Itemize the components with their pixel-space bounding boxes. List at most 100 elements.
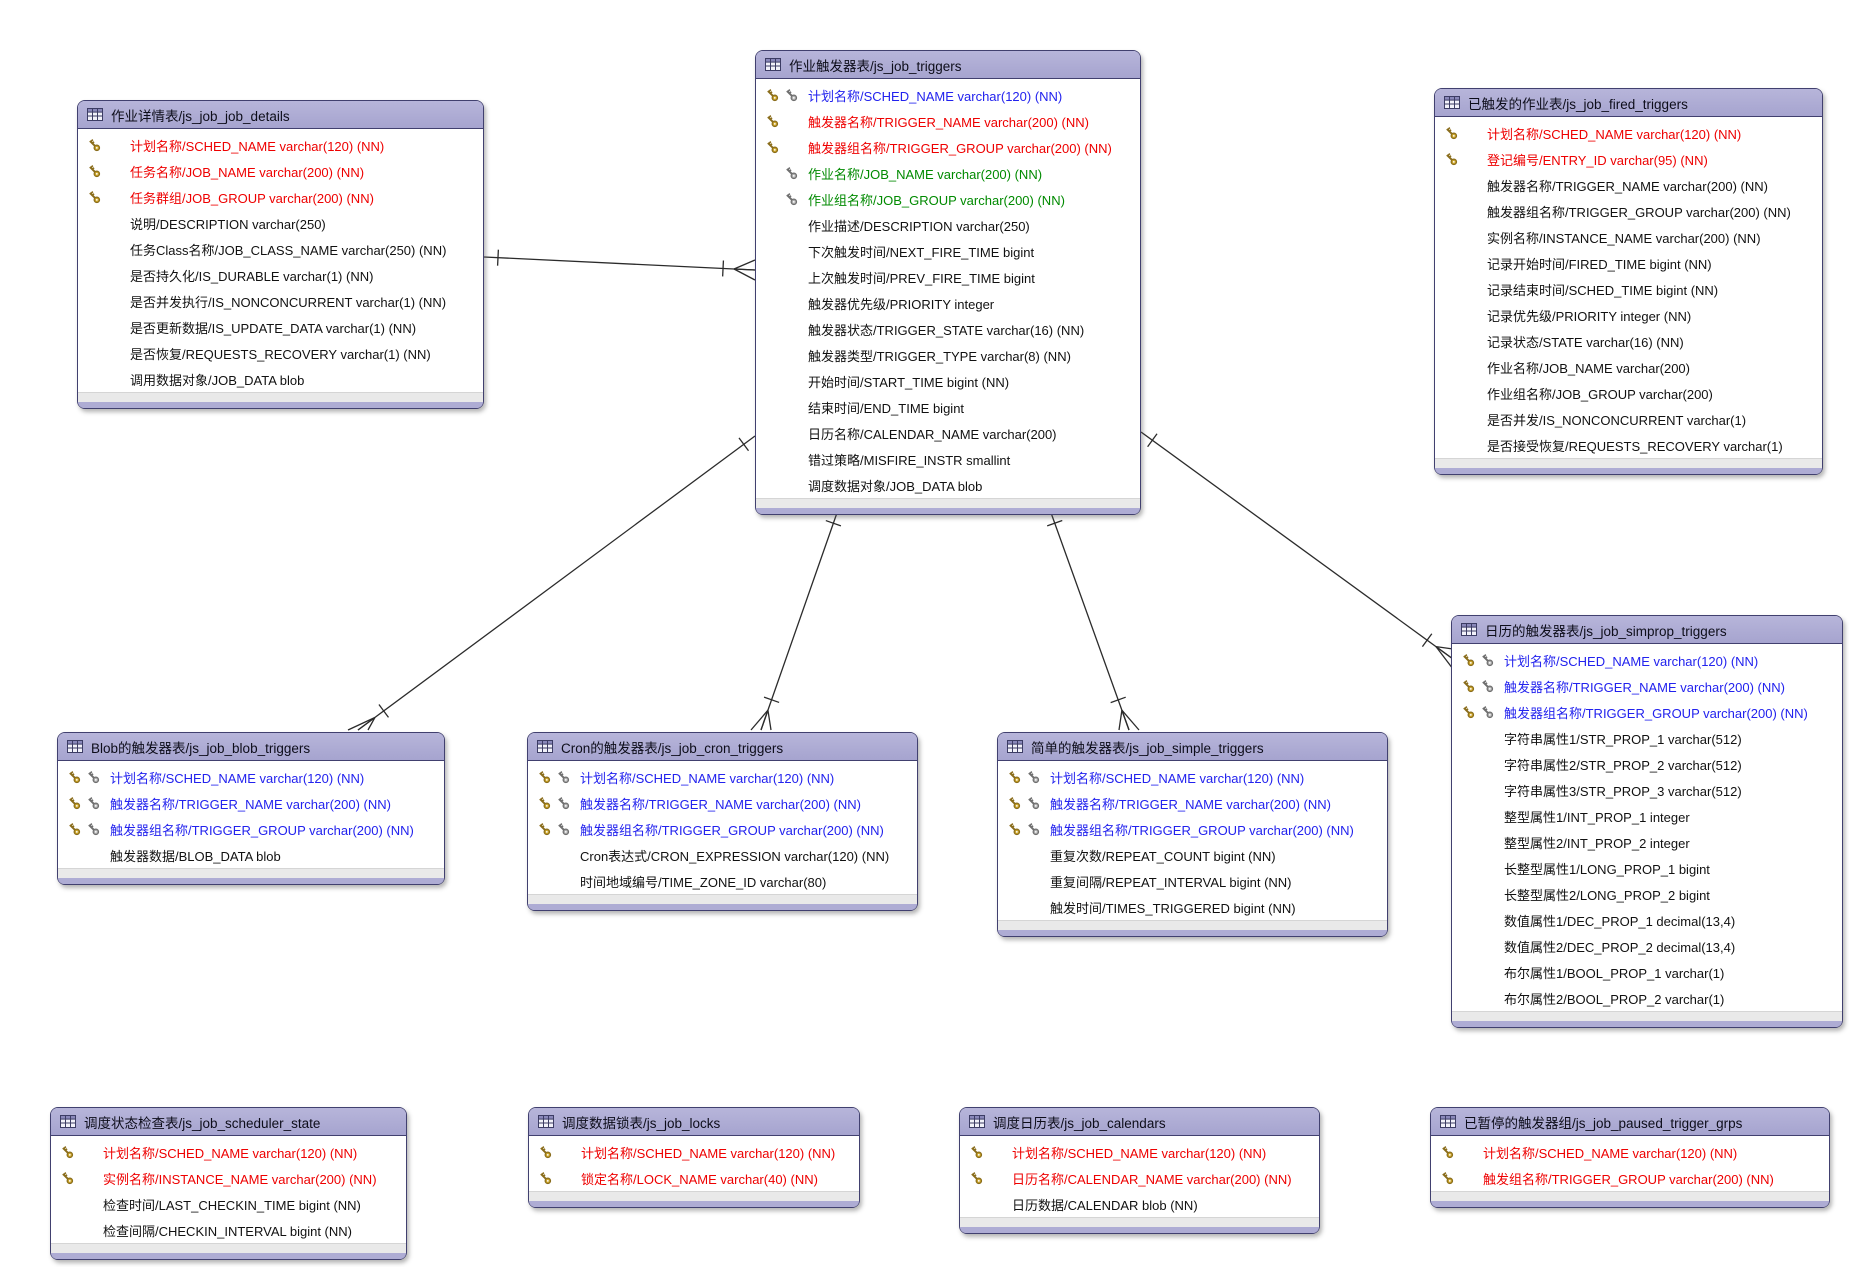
field-row[interactable]: 任务群组/JOB_GROUP varchar(200) (NN) xyxy=(78,184,483,210)
field-row[interactable]: 触发器组名称/TRIGGER_GROUP varchar(200) (NN) xyxy=(998,816,1387,842)
table-header-js_job_simprop_triggers[interactable]: 日历的触发器表/js_job_simprop_triggers xyxy=(1452,616,1842,644)
field-row[interactable]: 日历数据/CALENDAR blob (NN) xyxy=(960,1191,1319,1217)
field-row[interactable]: 作业组名称/JOB_GROUP varchar(200) (NN) xyxy=(756,186,1140,212)
field-row[interactable]: 计划名称/SCHED_NAME varchar(120) (NN) xyxy=(998,764,1387,790)
field-row[interactable]: 触发器名称/TRIGGER_NAME varchar(200) (NN) xyxy=(58,790,444,816)
field-row[interactable]: 触发器组名称/TRIGGER_GROUP varchar(200) (NN) xyxy=(1435,198,1822,224)
field-row[interactable]: 任务Class名称/JOB_CLASS_NAME varchar(250) (N… xyxy=(78,236,483,262)
field-row[interactable]: 是否并发/IS_NONCONCURRENT varchar(1) xyxy=(1435,406,1822,432)
field-row[interactable]: 实例名称/INSTANCE_NAME varchar(200) (NN) xyxy=(51,1165,406,1191)
table-header-js_job_triggers[interactable]: 作业触发器表/js_job_triggers xyxy=(756,51,1140,79)
field-row[interactable]: 登记编号/ENTRY_ID varchar(95) (NN) xyxy=(1435,146,1822,172)
field-row[interactable]: 触发器数据/BLOB_DATA blob xyxy=(58,842,444,868)
field-row[interactable]: 重复间隔/REPEAT_INTERVAL bigint (NN) xyxy=(998,868,1387,894)
field-row[interactable]: 字符串属性2/STR_PROP_2 varchar(512) xyxy=(1452,751,1842,777)
field-row[interactable]: 是否并发执行/IS_NONCONCURRENT varchar(1) (NN) xyxy=(78,288,483,314)
field-row[interactable]: 时间地域编号/TIME_ZONE_ID varchar(80) xyxy=(528,868,917,894)
table-header-js_job_paused_trigger_grps[interactable]: 已暂停的触发器组/js_job_paused_trigger_grps xyxy=(1431,1108,1829,1136)
table-js_job_paused_trigger_grps[interactable]: 已暂停的触发器组/js_job_paused_trigger_grps 计划名称… xyxy=(1430,1107,1830,1208)
field-row[interactable]: 作业描述/DESCRIPTION varchar(250) xyxy=(756,212,1140,238)
field-row[interactable]: 长整型属性1/LONG_PROP_1 bigint xyxy=(1452,855,1842,881)
field-row[interactable]: 触发器名称/TRIGGER_NAME varchar(200) (NN) xyxy=(1452,673,1842,699)
field-row[interactable]: 触发器名称/TRIGGER_NAME varchar(200) (NN) xyxy=(1435,172,1822,198)
field-row[interactable]: 触发器状态/TRIGGER_STATE varchar(16) (NN) xyxy=(756,316,1140,342)
table-js_job_cron_triggers[interactable]: Cron的触发器表/js_job_cron_triggers 计划名称/SCHE… xyxy=(527,732,918,911)
field-row[interactable]: 长整型属性2/LONG_PROP_2 bigint xyxy=(1452,881,1842,907)
field-row[interactable]: 计划名称/SCHED_NAME varchar(120) (NN) xyxy=(528,764,917,790)
field-row[interactable]: 计划名称/SCHED_NAME varchar(120) (NN) xyxy=(1435,120,1822,146)
field-row[interactable]: 锁定名称/LOCK_NAME varchar(40) (NN) xyxy=(529,1165,859,1191)
table-header-js_job_locks[interactable]: 调度数据锁表/js_job_locks xyxy=(529,1108,859,1136)
field-row[interactable]: 作业名称/JOB_NAME varchar(200) (NN) xyxy=(756,160,1140,186)
field-row[interactable]: 触发器组名称/TRIGGER_GROUP varchar(200) (NN) xyxy=(58,816,444,842)
field-row[interactable]: 数值属性2/DEC_PROP_2 decimal(13,4) xyxy=(1452,933,1842,959)
field-row[interactable]: 整型属性2/INT_PROP_2 integer xyxy=(1452,829,1842,855)
field-row[interactable]: 触发器优先级/PRIORITY integer xyxy=(756,290,1140,316)
field-row[interactable]: 是否恢复/REQUESTS_RECOVERY varchar(1) (NN) xyxy=(78,340,483,366)
field-row[interactable]: 计划名称/SCHED_NAME varchar(120) (NN) xyxy=(756,82,1140,108)
field-row[interactable]: 任务名称/JOB_NAME varchar(200) (NN) xyxy=(78,158,483,184)
field-row[interactable]: Cron表达式/CRON_EXPRESSION varchar(120) (NN… xyxy=(528,842,917,868)
field-row[interactable]: 触发器名称/TRIGGER_NAME varchar(200) (NN) xyxy=(998,790,1387,816)
table-header-js_job_calendars[interactable]: 调度日历表/js_job_calendars xyxy=(960,1108,1319,1136)
table-header-js_job_scheduler_state[interactable]: 调度状态检查表/js_job_scheduler_state xyxy=(51,1108,406,1136)
field-row[interactable]: 触发器类型/TRIGGER_TYPE varchar(8) (NN) xyxy=(756,342,1140,368)
field-row[interactable]: 调度数据对象/JOB_DATA blob xyxy=(756,472,1140,498)
field-row[interactable]: 记录优先级/PRIORITY integer (NN) xyxy=(1435,302,1822,328)
field-row[interactable]: 整型属性1/INT_PROP_1 integer xyxy=(1452,803,1842,829)
field-row[interactable]: 触发器组名称/TRIGGER_GROUP varchar(200) (NN) xyxy=(756,134,1140,160)
table-js_job_simple_triggers[interactable]: 简单的触发器表/js_job_simple_triggers 计划名称/SCHE… xyxy=(997,732,1388,937)
field-row[interactable]: 检查间隔/CHECKIN_INTERVAL bigint (NN) xyxy=(51,1217,406,1243)
table-header-js_job_cron_triggers[interactable]: Cron的触发器表/js_job_cron_triggers xyxy=(528,733,917,761)
field-row[interactable]: 作业名称/JOB_NAME varchar(200) xyxy=(1435,354,1822,380)
field-row[interactable]: 触发器组名称/TRIGGER_GROUP varchar(200) (NN) xyxy=(528,816,917,842)
relationship-js_job_triggers-js_job_blob_triggers[interactable] xyxy=(347,435,756,731)
relationship-js_job_triggers-js_job_simprop_triggers[interactable] xyxy=(1140,431,1454,670)
field-row[interactable]: 布尔属性2/BOOL_PROP_2 varchar(1) xyxy=(1452,985,1842,1011)
field-row[interactable]: 实例名称/INSTANCE_NAME varchar(200) (NN) xyxy=(1435,224,1822,250)
field-row[interactable]: 计划名称/SCHED_NAME varchar(120) (NN) xyxy=(78,132,483,158)
table-header-js_job_fired_triggers[interactable]: 已触发的作业表/js_job_fired_triggers xyxy=(1435,89,1822,117)
table-js_job_job_details[interactable]: 作业详情表/js_job_job_details 计划名称/SCHED_NAME… xyxy=(77,100,484,409)
field-row[interactable]: 计划名称/SCHED_NAME varchar(120) (NN) xyxy=(529,1139,859,1165)
field-row[interactable]: 计划名称/SCHED_NAME varchar(120) (NN) xyxy=(58,764,444,790)
table-header-js_job_job_details[interactable]: 作业详情表/js_job_job_details xyxy=(78,101,483,129)
table-header-js_job_blob_triggers[interactable]: Blob的触发器表/js_job_blob_triggers xyxy=(58,733,444,761)
field-row[interactable]: 结束时间/END_TIME bigint xyxy=(756,394,1140,420)
field-row[interactable]: 字符串属性1/STR_PROP_1 varchar(512) xyxy=(1452,725,1842,751)
field-row[interactable]: 触发器组名称/TRIGGER_GROUP varchar(200) (NN) xyxy=(1452,699,1842,725)
field-row[interactable]: 布尔属性1/BOOL_PROP_1 varchar(1) xyxy=(1452,959,1842,985)
field-row[interactable]: 触发器名称/TRIGGER_NAME varchar(200) (NN) xyxy=(528,790,917,816)
field-row[interactable]: 作业组名称/JOB_GROUP varchar(200) xyxy=(1435,380,1822,406)
field-row[interactable]: 重复次数/REPEAT_COUNT bigint (NN) xyxy=(998,842,1387,868)
relationship-js_job_triggers-js_job_cron_triggers[interactable] xyxy=(750,509,842,731)
field-row[interactable]: 记录结束时间/SCHED_TIME bigint (NN) xyxy=(1435,276,1822,302)
relationship-js_job_triggers-js_job_simple_triggers[interactable] xyxy=(1046,509,1140,731)
field-row[interactable]: 字符串属性3/STR_PROP_3 varchar(512) xyxy=(1452,777,1842,803)
field-row[interactable]: 计划名称/SCHED_NAME varchar(120) (NN) xyxy=(1431,1139,1829,1165)
table-js_job_blob_triggers[interactable]: Blob的触发器表/js_job_blob_triggers 计划名称/SCHE… xyxy=(57,732,445,885)
field-row[interactable]: 数值属性1/DEC_PROP_1 decimal(13,4) xyxy=(1452,907,1842,933)
field-row[interactable]: 记录开始时间/FIRED_TIME bigint (NN) xyxy=(1435,250,1822,276)
field-row[interactable]: 是否更新数据/IS_UPDATE_DATA varchar(1) (NN) xyxy=(78,314,483,340)
field-row[interactable]: 开始时间/START_TIME bigint (NN) xyxy=(756,368,1140,394)
field-row[interactable]: 错过策略/MISFIRE_INSTR smallint xyxy=(756,446,1140,472)
field-row[interactable]: 是否持久化/IS_DURABLE varchar(1) (NN) xyxy=(78,262,483,288)
field-row[interactable]: 说明/DESCRIPTION varchar(250) xyxy=(78,210,483,236)
field-row[interactable]: 日历名称/CALENDAR_NAME varchar(200) (NN) xyxy=(960,1165,1319,1191)
field-row[interactable]: 是否接受恢复/REQUESTS_RECOVERY varchar(1) xyxy=(1435,432,1822,458)
field-row[interactable]: 触发组名称/TRIGGER_GROUP varchar(200) (NN) xyxy=(1431,1165,1829,1191)
field-row[interactable]: 触发时间/TIMES_TRIGGERED bigint (NN) xyxy=(998,894,1387,920)
field-row[interactable]: 上次触发时间/PREV_FIRE_TIME bigint xyxy=(756,264,1140,290)
field-row[interactable]: 调用数据对象/JOB_DATA blob xyxy=(78,366,483,392)
field-row[interactable]: 触发器名称/TRIGGER_NAME varchar(200) (NN) xyxy=(756,108,1140,134)
field-row[interactable]: 检查时间/LAST_CHECKIN_TIME bigint (NN) xyxy=(51,1191,406,1217)
relationship-js_job_job_details-js_job_triggers[interactable] xyxy=(483,249,756,281)
table-js_job_simprop_triggers[interactable]: 日历的触发器表/js_job_simprop_triggers 计划名称/SCH… xyxy=(1451,615,1843,1028)
table-js_job_calendars[interactable]: 调度日历表/js_job_calendars 计划名称/SCHED_NAME v… xyxy=(959,1107,1320,1234)
table-js_job_locks[interactable]: 调度数据锁表/js_job_locks 计划名称/SCHED_NAME varc… xyxy=(528,1107,860,1208)
table-header-js_job_simple_triggers[interactable]: 简单的触发器表/js_job_simple_triggers xyxy=(998,733,1387,761)
field-row[interactable]: 日历名称/CALENDAR_NAME varchar(200) xyxy=(756,420,1140,446)
field-row[interactable]: 下次触发时间/NEXT_FIRE_TIME bigint xyxy=(756,238,1140,264)
field-row[interactable]: 计划名称/SCHED_NAME varchar(120) (NN) xyxy=(960,1139,1319,1165)
